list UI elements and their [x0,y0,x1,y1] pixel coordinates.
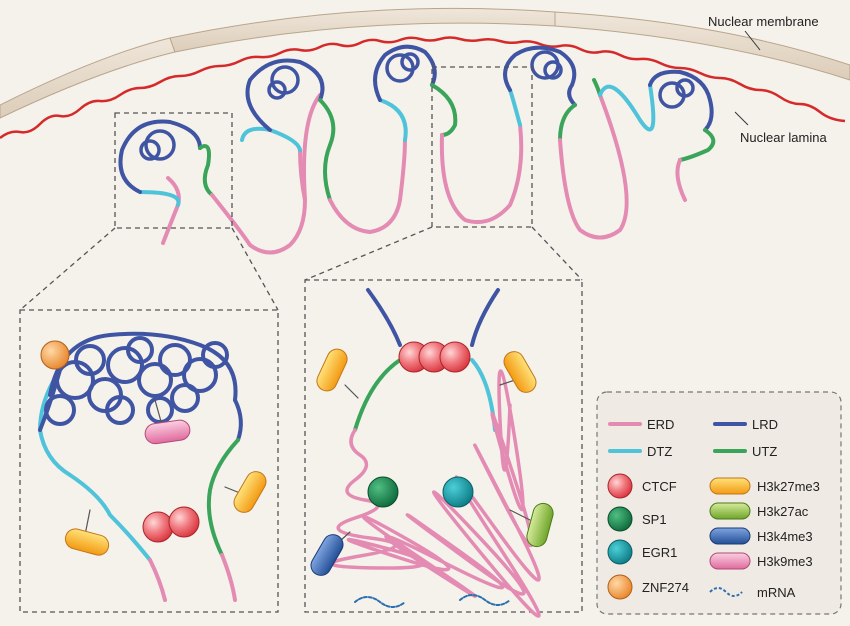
legend-line-erd: ERD [608,417,674,432]
znf274-protein [40,340,70,370]
ctcf-protein [168,506,200,538]
legend-line-utz: UTZ [713,444,777,459]
chromatin-loop [373,44,524,225]
legend-sp1: SP1 [607,506,667,532]
svg-text:UTZ: UTZ [752,444,777,459]
legend-h3k27me3: H3k27me3 [709,477,820,495]
zoom-panel-right [304,279,583,613]
svg-text:SP1: SP1 [642,512,667,527]
envelope-labels: Nuclear membrane Nuclear lamina [708,14,827,145]
chromatin-loop [598,69,716,202]
left-panel-markers [40,340,267,556]
svg-text:ERD: ERD [647,417,674,432]
nuclear-lamina-line [0,36,846,139]
svg-text:mRNA: mRNA [757,585,796,600]
h3k27me3-mark [503,351,537,393]
right-panel-markers [310,341,554,576]
chromatin-loop [118,93,322,255]
legend: ERD LRD DTZ UTZ CTCF SP1 EGR1 ZNF274 [596,391,842,615]
legend-mrna: mRNA [709,585,796,600]
h3k27me3-mark [64,528,110,556]
legend-egr1: EGR1 [607,539,677,565]
ctcf-protein [439,341,471,373]
svg-text:H3k27me3: H3k27me3 [757,479,820,494]
ctcf-protein [142,511,174,543]
svg-text:DTZ: DTZ [647,444,672,459]
nuclear-envelope [0,0,850,139]
chromatin-loop [503,45,629,240]
chromatin-loop [240,58,407,235]
svg-text:H3k4me3: H3k4me3 [757,529,813,544]
svg-text:CTCF: CTCF [642,479,677,494]
legend-line-dtz: DTZ [608,444,672,459]
legend-ctcf: CTCF [607,473,677,499]
h3k4me3-mark [310,534,344,576]
legend-h3k27ac: H3k27ac [709,502,809,520]
svg-text:H3k9me3: H3k9me3 [757,554,813,569]
legend-znf274: ZNF274 [607,574,689,600]
legend-line-lrd: LRD [713,417,778,432]
sp1-protein [367,476,399,508]
legend-h3k9me3: H3k9me3 [709,552,813,570]
chromatin-loops-top [118,44,716,255]
zoom-indicators [19,66,583,613]
svg-text:EGR1: EGR1 [642,545,677,560]
nuclear-lamina-label: Nuclear lamina [740,130,827,145]
right-panel-content [329,288,541,618]
h3k27me3-mark [233,471,267,513]
svg-text:H3k27ac: H3k27ac [757,504,809,519]
legend-h3k4me3: H3k4me3 [709,527,813,545]
h3k27ac-mark [526,502,554,548]
h3k27me3-mark [316,348,348,392]
svg-text:ZNF274: ZNF274 [642,580,689,595]
egr1-protein [442,476,474,508]
svg-text:LRD: LRD [752,417,778,432]
zoom-panel-left [19,309,279,613]
h3k9me3-mark [144,419,191,445]
nuclear-membrane-label: Nuclear membrane [708,14,819,29]
left-panel-content [37,331,246,602]
